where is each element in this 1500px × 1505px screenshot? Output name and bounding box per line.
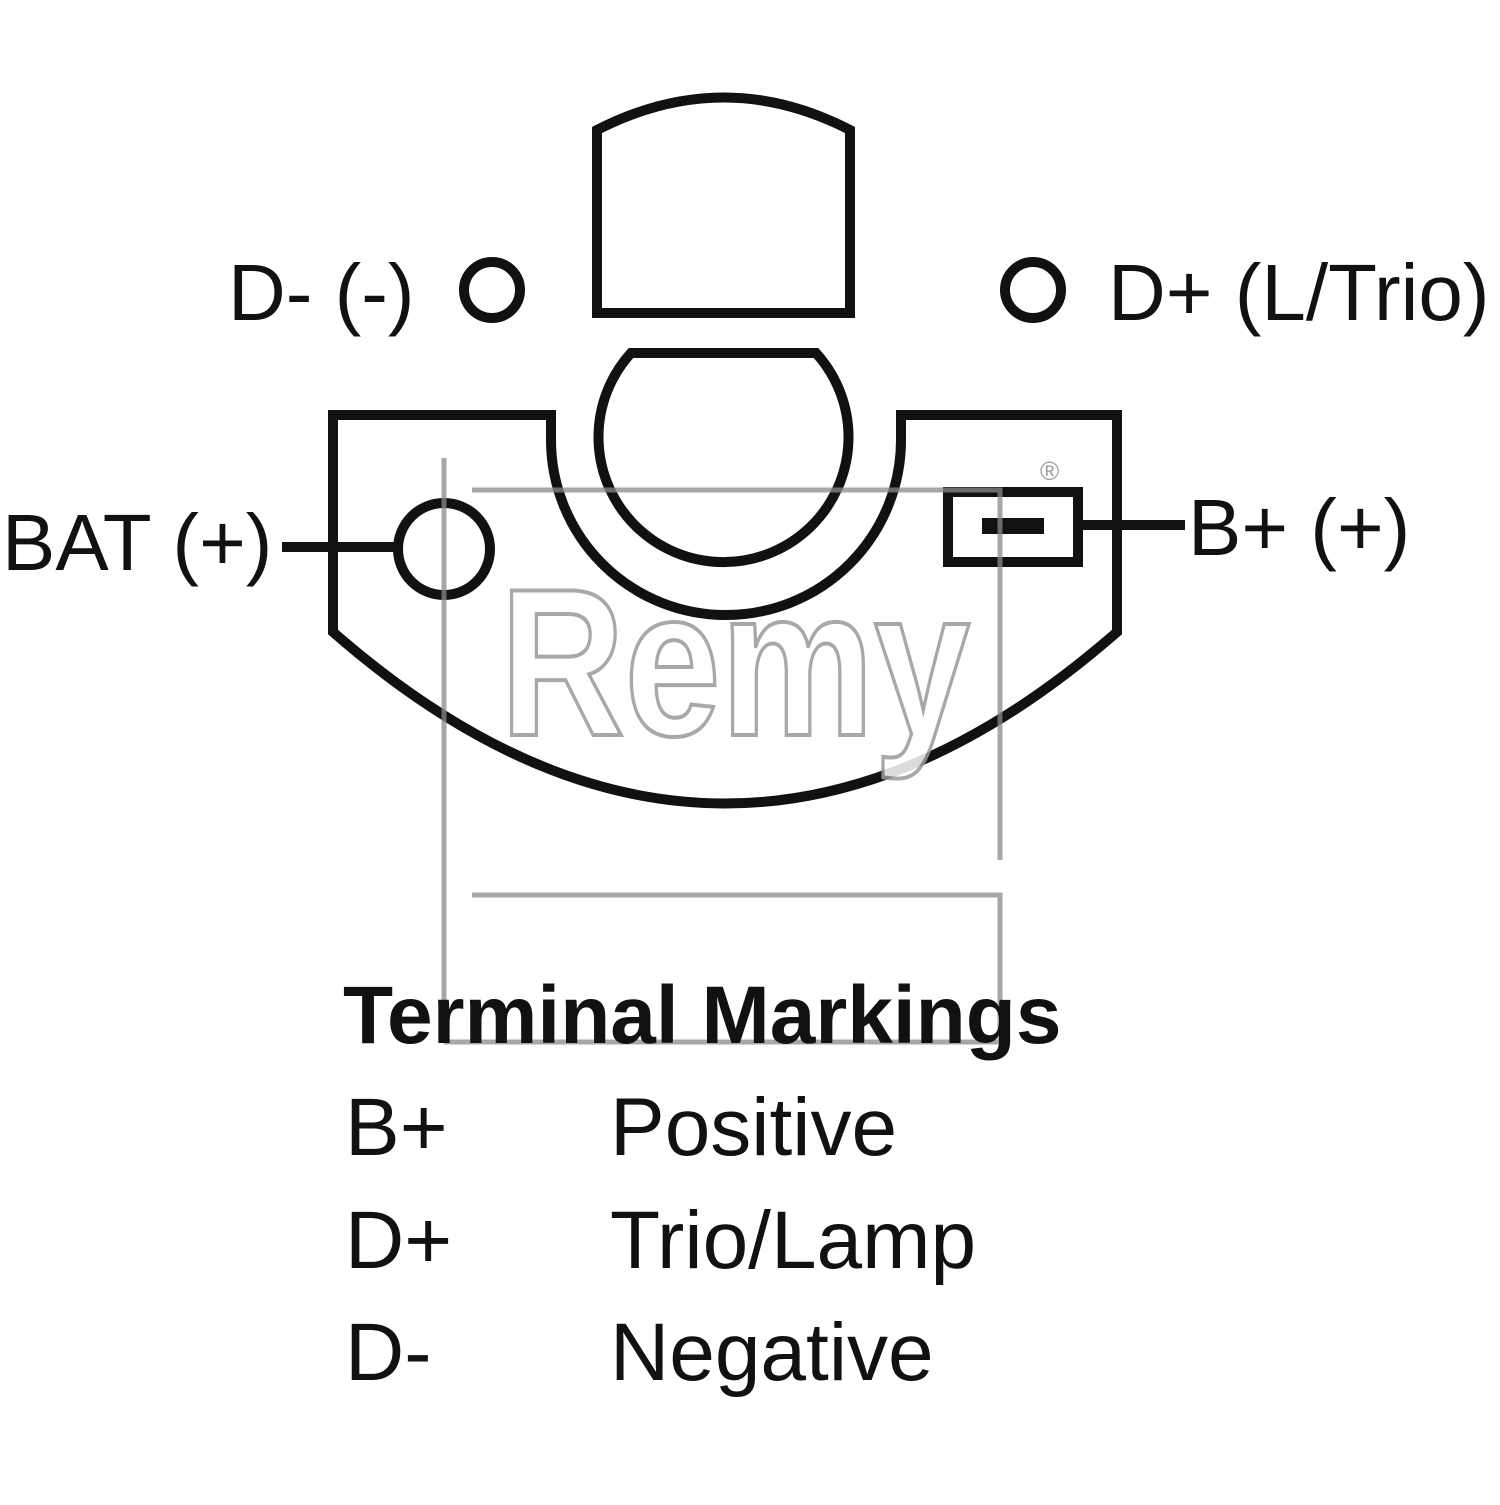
d-minus-label: D- (-) bbox=[228, 248, 415, 337]
d-plus-terminal-circle bbox=[1000, 257, 1066, 323]
watermark-brand: Remy bbox=[500, 545, 970, 780]
legend-code-d-minus: D- bbox=[345, 1307, 432, 1398]
top-connector bbox=[592, 92, 855, 318]
d-plus-label: D+ (L/Trio) bbox=[1108, 248, 1490, 337]
d-minus-terminal-circle bbox=[459, 257, 525, 323]
legend-meaning-positive: Positive bbox=[610, 1082, 897, 1173]
b-plus-terminal-slot bbox=[982, 518, 1044, 534]
legend-code-d-plus: D+ bbox=[345, 1195, 452, 1286]
watermark-frame-lower bbox=[444, 892, 1003, 1045]
center-boss bbox=[593, 348, 854, 568]
legend-title: Terminal Markings bbox=[343, 970, 1061, 1061]
watermark-registered-mark: ® bbox=[1040, 456, 1059, 486]
legend-meaning-trio-lamp: Trio/Lamp bbox=[610, 1195, 976, 1286]
legend-code-b-plus: B+ bbox=[345, 1082, 448, 1173]
b-plus-label: B+ (+) bbox=[1188, 483, 1410, 572]
regulator-body bbox=[328, 410, 1122, 809]
bat-label: BAT (+) bbox=[2, 498, 272, 587]
legend-meaning-negative: Negative bbox=[610, 1307, 934, 1398]
watermark-frame-top bbox=[472, 487, 1003, 860]
remy-watermark: Remy ® bbox=[441, 456, 1059, 1045]
